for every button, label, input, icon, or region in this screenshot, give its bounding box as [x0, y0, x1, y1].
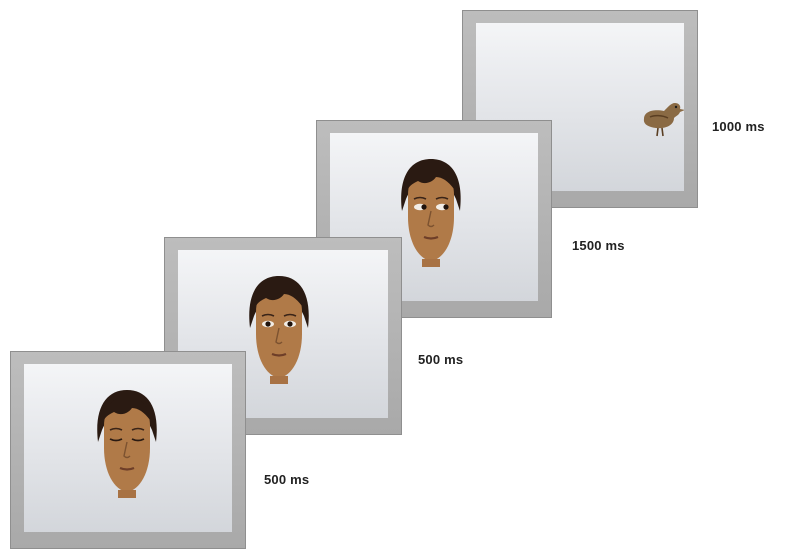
duration-label-frame-4: 1000 ms	[712, 119, 765, 134]
face-eyes-closed	[94, 386, 160, 498]
duration-label-frame-2: 500 ms	[418, 352, 463, 367]
duration-label-frame-3: 1500 ms	[572, 238, 625, 253]
face-gaze-averted	[398, 155, 464, 267]
duck-icon	[638, 97, 684, 137]
screen-display-1	[24, 364, 232, 532]
screen-frame-1	[10, 351, 246, 549]
duration-label-frame-1: 500 ms	[264, 472, 309, 487]
face-gaze-forward	[246, 272, 312, 384]
